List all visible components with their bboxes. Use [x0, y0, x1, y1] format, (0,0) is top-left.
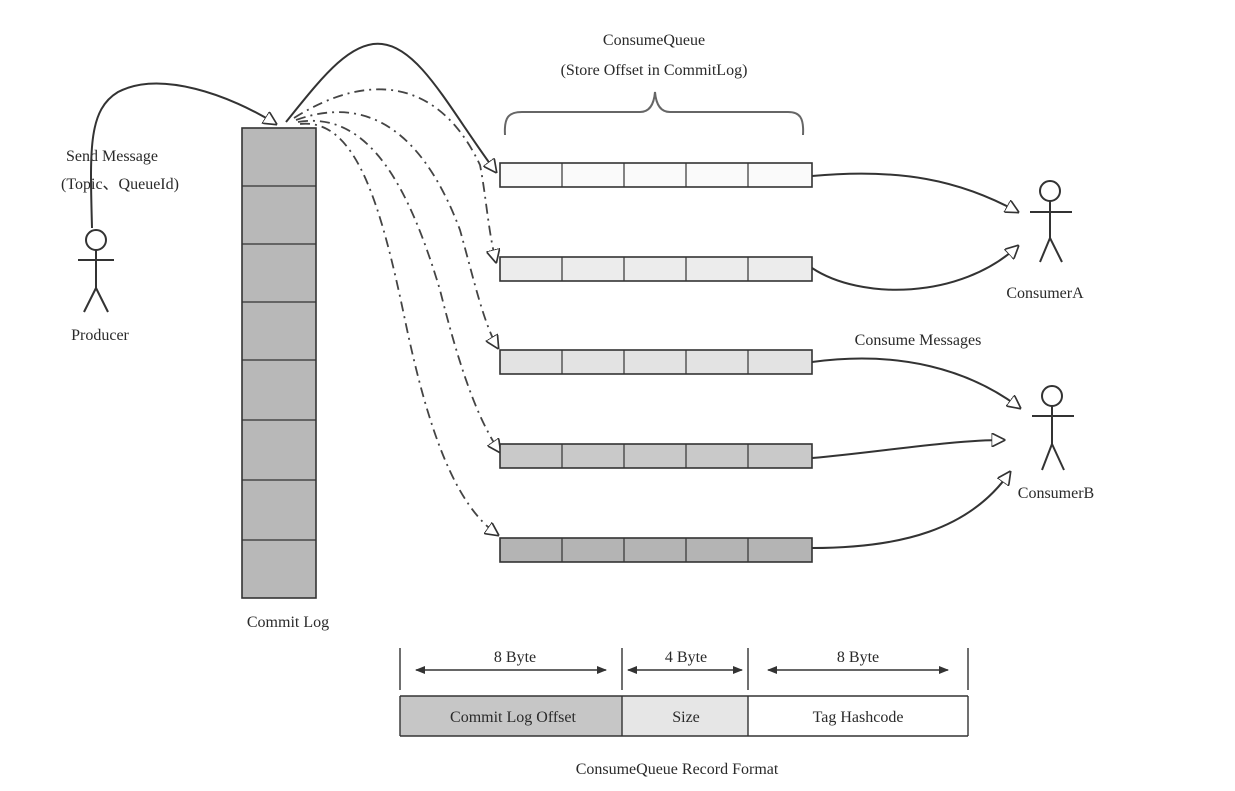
- size-size-label: 4 Byte: [665, 649, 707, 666]
- consumer-a-label: ConsumerA: [1006, 285, 1084, 302]
- send-message-arrow: [90, 82, 276, 229]
- consume-messages-label: Consume Messages: [855, 332, 982, 349]
- tag-size-label: 8 Byte: [837, 649, 879, 666]
- size-field: Size: [672, 709, 700, 726]
- producer-actor-icon: [78, 229, 114, 313]
- queue-2-to-consumer-a-arrow: [811, 246, 1018, 291]
- producer-label: Producer: [71, 327, 129, 344]
- queue-3-to-consumer-b-arrow: [811, 357, 1020, 408]
- consumer-b-label: ConsumerB: [1018, 485, 1094, 502]
- commit-log-offset-field: Commit Log Offset: [450, 709, 576, 726]
- queue-4-to-consumer-b-arrow: [811, 440, 1004, 459]
- consume-queue-title: ConsumeQueue: [603, 32, 705, 49]
- commit-log-to-queue-4-arrow: [297, 119, 500, 452]
- consume-queue-3: [499, 349, 813, 375]
- consumer-b-actor-icon: [1032, 385, 1074, 471]
- consumer-a-actor-icon: [1030, 180, 1072, 263]
- commit-log-label: Commit Log: [247, 614, 329, 631]
- send-message-params: (Topic、QueueId): [61, 176, 179, 193]
- tag-hashcode-field: Tag Hashcode: [813, 709, 904, 726]
- consume-queue-4: [499, 443, 813, 469]
- offset-size-label: 8 Byte: [494, 649, 536, 666]
- commit-log-column: [241, 127, 317, 599]
- commit-log-to-queue-5-arrow: [299, 122, 498, 535]
- record-format-table: [399, 695, 969, 737]
- commit-log-to-queue-2-arrow: [293, 88, 496, 262]
- consume-queue-brace: [503, 91, 805, 136]
- consume-queue-2: [499, 256, 813, 282]
- consume-queue-1: [499, 162, 813, 188]
- queue-5-to-consumer-b-arrow: [811, 472, 1010, 549]
- commit-log-to-queue-1-arrow: [285, 42, 496, 172]
- queue-1-to-consumer-a-arrow: [811, 172, 1018, 212]
- record-format-ticks: [399, 648, 969, 690]
- commit-log-to-queue-3-arrow: [295, 111, 498, 348]
- record-format-title: ConsumeQueue Record Format: [576, 761, 779, 778]
- send-message-label: Send Message: [66, 148, 158, 165]
- consume-queue-5: [499, 537, 813, 563]
- consume-queue-subtitle: (Store Offset in CommitLog): [561, 62, 748, 79]
